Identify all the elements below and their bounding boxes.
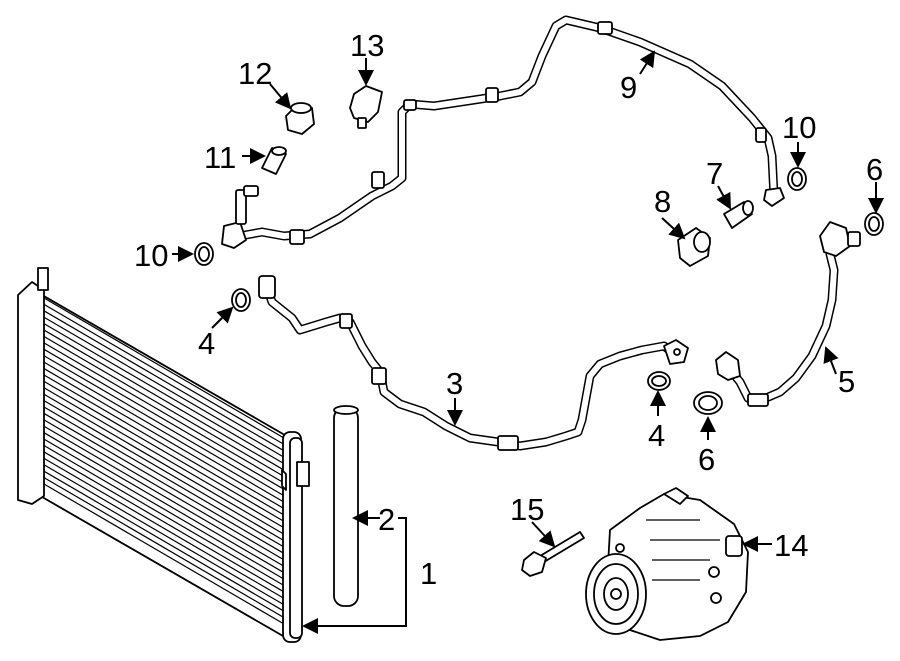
callout-14: 14: [774, 528, 808, 563]
callout-4-top: 4: [198, 326, 215, 361]
o-ring-6-bottom: [693, 391, 723, 415]
callout-3: 3: [446, 366, 463, 401]
o-ring-10-left: [194, 242, 214, 266]
bolt-15: [521, 531, 585, 577]
callout-12: 12: [238, 56, 272, 91]
callout-10-left: 10: [134, 238, 168, 273]
o-ring-6-top: [864, 212, 884, 236]
suction-line: [221, 15, 785, 249]
leader-lines: [172, 50, 884, 634]
compressor-14: [585, 487, 749, 641]
callout-1: 1: [420, 556, 437, 591]
o-ring-10-right: [787, 167, 807, 191]
discharge-hose: [715, 221, 861, 407]
callout-6-bottom: 6: [698, 442, 715, 477]
receiver-drier: [333, 405, 359, 607]
pressure-switch-13: [349, 85, 383, 129]
valve-core-7: [723, 200, 754, 229]
callout-11: 11: [204, 140, 236, 175]
callout-13: 13: [350, 28, 384, 63]
callout-10-right: 10: [782, 110, 816, 145]
liquid-line: [258, 275, 689, 451]
service-cap-12: [285, 102, 315, 135]
callout-15: 15: [510, 492, 544, 527]
callout-6-top: 6: [866, 152, 883, 187]
service-cap-8: [677, 227, 711, 267]
callout-2: 2: [378, 502, 395, 537]
callout-4-bottom: 4: [648, 418, 665, 453]
condenser: [17, 267, 310, 643]
callout-7: 7: [706, 156, 723, 191]
valve-core-11: [261, 146, 287, 175]
o-ring-4-bottom: [647, 371, 671, 391]
callout-5: 5: [838, 364, 855, 399]
callout-9: 9: [620, 70, 637, 105]
callouts: 1 2 3 4 4 5 6 6 7 8 9 10 10 11 12 13 14 …: [134, 28, 883, 591]
o-ring-4-top: [231, 288, 251, 312]
callout-8: 8: [654, 184, 671, 219]
